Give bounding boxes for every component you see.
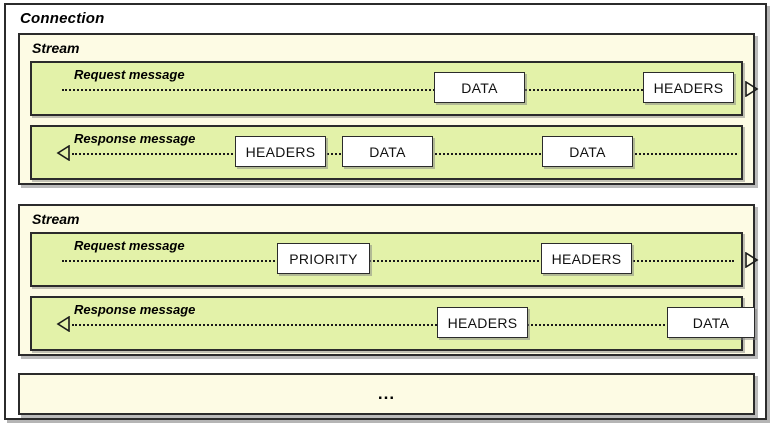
ellipsis-label: ...: [377, 384, 396, 403]
stream-title-1: Stream: [32, 40, 80, 56]
frame-label: DATA: [569, 143, 606, 160]
request-message-row-1: Request message DATA HEADERS: [30, 61, 759, 116]
frame-data[interactable]: DATA: [667, 307, 755, 338]
frame-headers[interactable]: HEADERS: [643, 72, 734, 103]
response-message-row-1: Response message HEADERS DATA DATA: [30, 125, 743, 180]
stream-box-2: Stream Request message PRIORITY HEADERS …: [18, 204, 759, 356]
request-timeline-2: [62, 260, 734, 264]
request-message-label-2: Request message: [74, 238, 185, 253]
stream-title-2: Stream: [32, 211, 80, 227]
more-streams-box: ...: [18, 373, 755, 415]
response-message-label-2: Response message: [74, 302, 196, 317]
request-timeline-1: [62, 89, 734, 93]
frame-label: HEADERS: [447, 314, 518, 331]
request-message-label-1: Request message: [74, 67, 185, 82]
frame-headers[interactable]: HEADERS: [235, 136, 326, 167]
frame-label: PRIORITY: [289, 250, 358, 267]
frame-label: DATA: [461, 79, 498, 96]
frame-priority[interactable]: PRIORITY: [277, 243, 370, 274]
response-timeline-2: [72, 324, 737, 328]
request-message-row-2: Request message PRIORITY HEADERS: [30, 232, 759, 287]
response-message-row-2: Response message HEADERS DATA: [30, 296, 755, 351]
connection-title: Connection: [20, 10, 105, 27]
frame-label: DATA: [369, 143, 406, 160]
frame-data[interactable]: DATA: [434, 72, 525, 103]
stream-box-1: Stream Request message DATA HEADERS Resp…: [18, 33, 759, 185]
response-message-label-1: Response message: [74, 131, 196, 146]
frame-headers[interactable]: HEADERS: [437, 307, 528, 338]
frame-label: HEADERS: [653, 79, 724, 96]
connection-box: Connection Stream Request message DATA H…: [4, 3, 767, 420]
frame-label: DATA: [692, 314, 730, 331]
frame-label: HEADERS: [245, 143, 316, 160]
frame-headers[interactable]: HEADERS: [541, 243, 632, 274]
frame-data[interactable]: DATA: [542, 136, 633, 167]
frame-label: HEADERS: [551, 250, 622, 267]
frame-data[interactable]: DATA: [342, 136, 433, 167]
